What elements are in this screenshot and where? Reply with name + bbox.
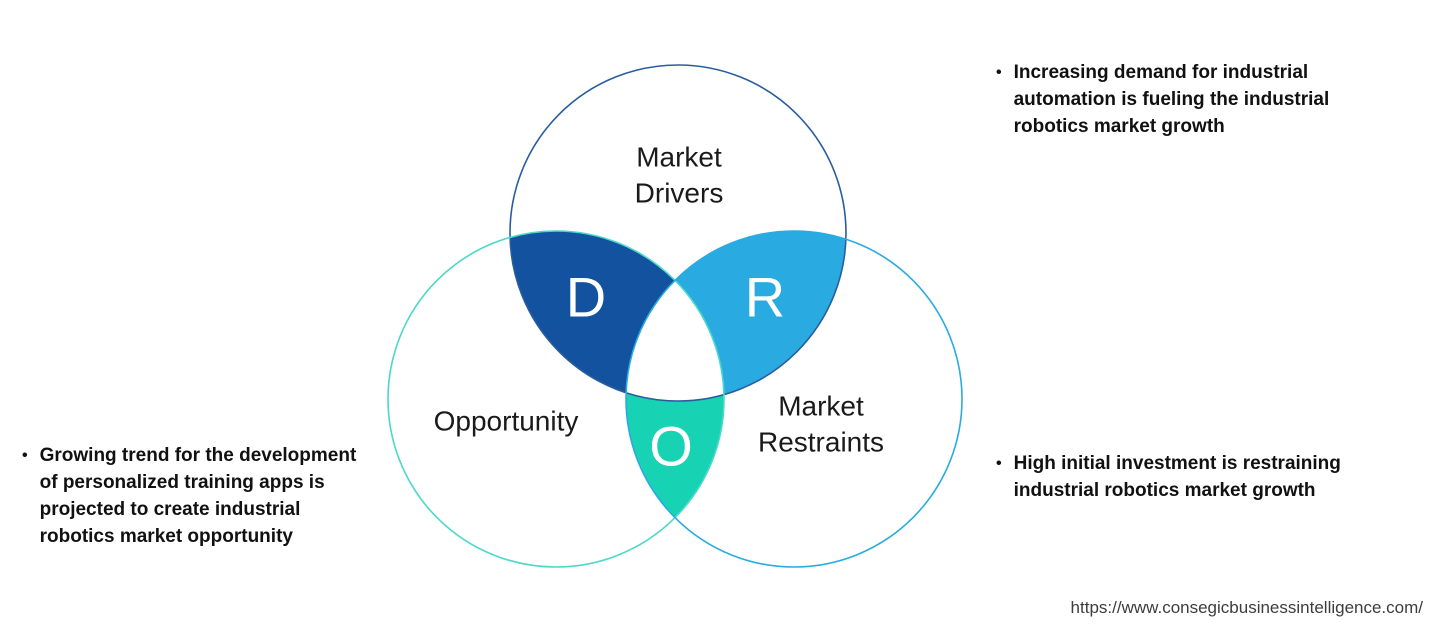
annotation-restraints-text: High initial investment is restraining i…: [1013, 453, 1341, 501]
restraints-label-line2: Restraints: [758, 427, 884, 458]
opportunity-letter: O: [649, 415, 693, 478]
drivers-letter: D: [566, 266, 606, 329]
source-url: https://www.consegicbusinessintelligence…: [1070, 598, 1423, 617]
drivers-circle-outline: [509, 64, 847, 402]
annotation-restraints: • High initial investment is restraining…: [996, 450, 1416, 504]
bullet-icon: •: [996, 64, 1002, 81]
annotation-opportunity-text: Growing trend for the development of per…: [39, 445, 357, 547]
opportunity-label: Opportunity: [434, 406, 579, 437]
bullet-icon: •: [22, 447, 28, 464]
restraints-circle-outline: [625, 230, 963, 568]
annotation-opportunity: • Growing trend for the development of p…: [22, 442, 367, 550]
annotation-drivers: • Increasing demand for industrial autom…: [996, 59, 1401, 140]
drivers-label-line1: Market: [636, 142, 722, 173]
annotation-drivers-text: Increasing demand for industrial automat…: [1013, 62, 1330, 137]
bullet-icon: •: [996, 455, 1002, 472]
restraints-label-line1: Market: [778, 391, 864, 422]
drivers-label-line2: Drivers: [635, 178, 724, 209]
opportunity-circle-outline: [387, 230, 725, 568]
restraints-letter: R: [745, 266, 785, 329]
